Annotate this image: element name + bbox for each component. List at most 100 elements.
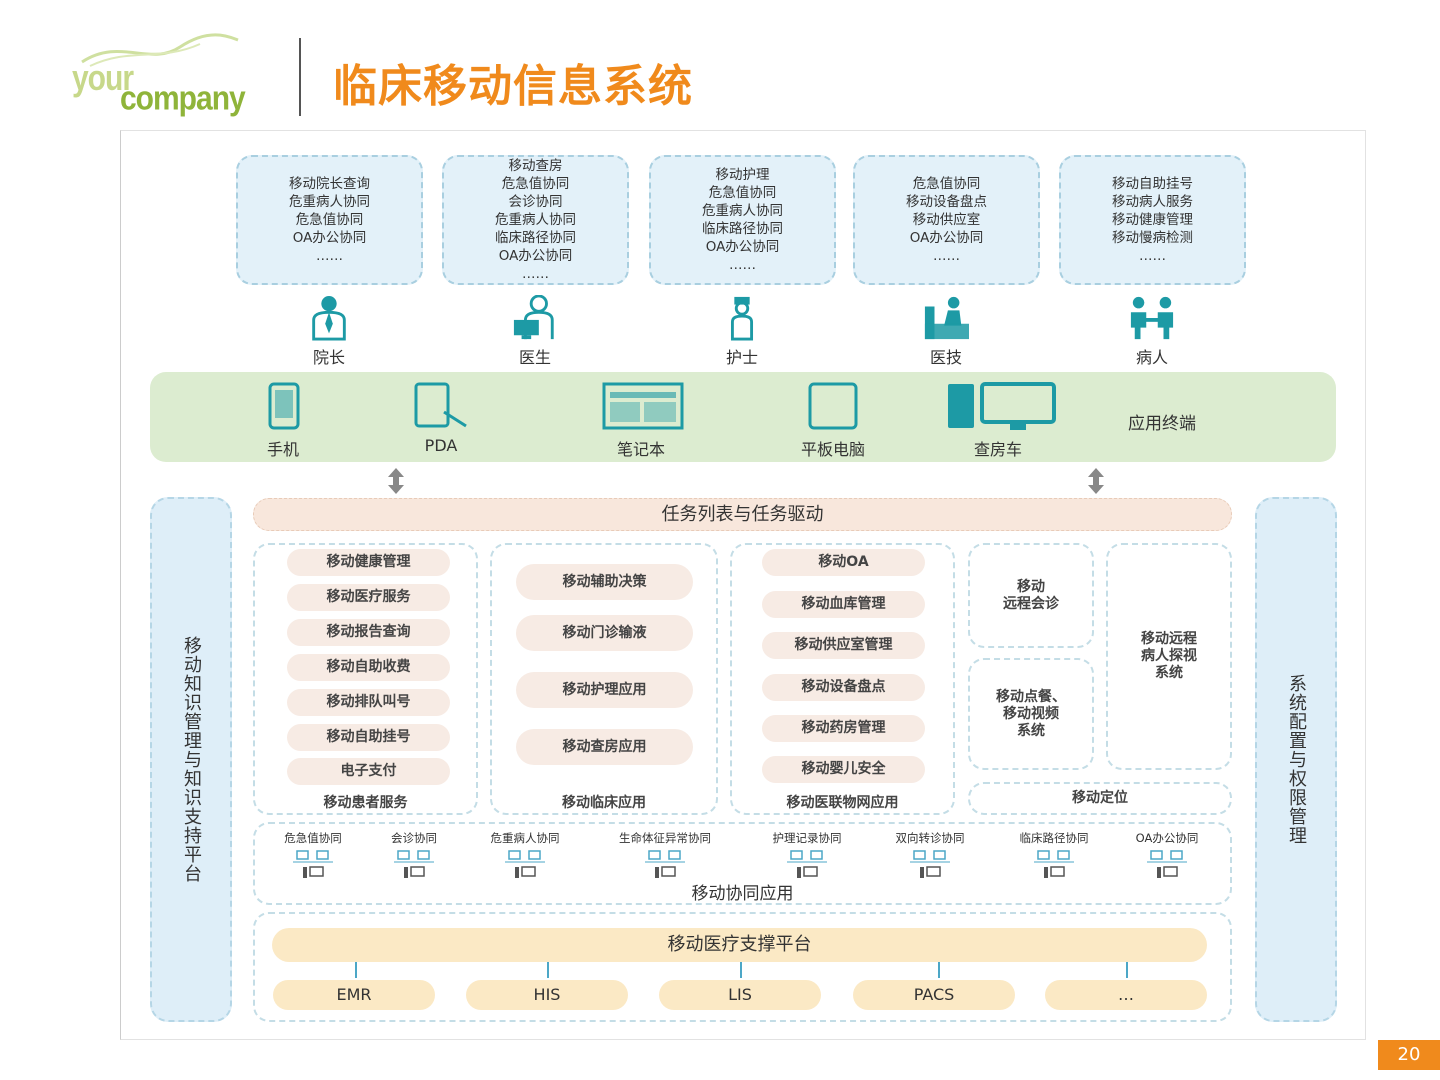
patient-service-item: 移动自助收费 (287, 654, 450, 681)
meal-video-line: 系统 (1017, 722, 1045, 739)
role-feature-item: 移动病人服务 (1112, 194, 1193, 210)
technician-icon (924, 296, 969, 340)
remote-visit-box: 移动远程病人探视系统 (1106, 543, 1232, 770)
support-platform-bar: 移动医疗支撑平台 (272, 928, 1207, 962)
connector-line (1126, 962, 1128, 978)
role-feature-item: 移动自助挂号 (1112, 176, 1193, 192)
iot-item: 移动婴儿安全 (762, 756, 925, 783)
clinical-group (490, 543, 718, 815)
iot-item: 移动供应室管理 (762, 632, 925, 659)
patient-service-item: 移动健康管理 (287, 549, 450, 576)
remote-visit-line: 病人探视 (1141, 648, 1197, 664)
role-feature-item: 会诊协同 (508, 194, 563, 210)
device-label: 平板电脑 (800, 440, 865, 459)
role-label: 病人 (1135, 348, 1168, 367)
logo-swoosh-icon (81, 33, 239, 67)
role-feature-item: …… (933, 248, 960, 264)
clinical-item: 移动护理应用 (516, 672, 693, 708)
logo-your: your (72, 58, 134, 99)
connector-line (938, 962, 940, 978)
support-system-box: HIS (466, 980, 628, 1010)
role-label: 护士 (725, 348, 758, 367)
role-feature-item: 移动查房 (508, 158, 563, 174)
logo-company: company (120, 79, 246, 118)
role-feature-item: 移动院长查询 (289, 176, 370, 192)
role-feature-item: OA办公协同 (705, 239, 780, 255)
clinical-item: 移动辅助决策 (516, 564, 693, 600)
collab-item-label: 护理记录协同 (772, 831, 842, 845)
role-feature-item: OA办公协同 (292, 230, 367, 246)
patient-service-item: 移动排队叫号 (287, 689, 450, 716)
role-feature-item: 危重病人协同 (495, 212, 576, 228)
patient-service-item: 移动报告查询 (287, 619, 450, 646)
patient-service-item: 电子支付 (287, 758, 450, 785)
meal-video-line: 移动点餐、 (996, 688, 1066, 705)
laptop-icon (602, 382, 684, 430)
collab-item: 临床路径协同 (994, 830, 1114, 880)
network-computers-icon (1034, 850, 1074, 878)
task-bar: 任务列表与任务驱动 (253, 498, 1232, 531)
collab-item-label: 危重病人协同 (490, 831, 560, 845)
meal-video-line: 移动视频 (1003, 705, 1059, 722)
role-feature-item: 移动慢病检测 (1112, 230, 1193, 246)
remote-visit-line: 系统 (1155, 665, 1183, 681)
location-box: 移动定位 (968, 782, 1232, 815)
iot-group (730, 543, 955, 815)
role-feature-item: 移动健康管理 (1112, 212, 1193, 228)
network-computers-icon (645, 850, 685, 878)
collab-item: 危急值协同 (253, 830, 373, 880)
tablet-icon (808, 382, 858, 430)
collab-item-label: 双向转诊协同 (895, 831, 965, 845)
collab-item: 双向转诊协同 (870, 830, 990, 880)
remote-consult-line: 远程会诊 (1003, 595, 1059, 612)
role-feature-item: 临床路径协同 (702, 221, 783, 237)
role-feature-item: …… (1139, 248, 1166, 264)
collab-item: 会诊协同 (354, 830, 474, 880)
support-system-box: … (1045, 980, 1207, 1010)
pda-icon (414, 382, 467, 428)
device-label: 查房车 (973, 440, 1022, 459)
remote-consult-line: 移动 (1017, 578, 1045, 595)
role-feature-item: 危急值协同 (912, 176, 981, 192)
role-feature-item: …… (316, 248, 343, 264)
knowledge-platform-label: 移动知识管理与知识支持平台 (181, 636, 202, 883)
meal-video-box: 移动点餐、移动视频系统 (968, 658, 1094, 770)
collab-item-label: OA办公协同 (1135, 831, 1199, 845)
role-label: 院长 (312, 348, 345, 367)
collab-item-label: 会诊协同 (391, 831, 437, 845)
page-number: 20 (1378, 1040, 1440, 1070)
device-label: PDA (424, 436, 458, 455)
collab-item: OA办公协同 (1107, 830, 1227, 880)
connector-line (547, 962, 549, 978)
collab-item: 护理记录协同 (747, 830, 867, 880)
device-label: 笔记本 (616, 440, 665, 459)
patient-service-item: 移动自助挂号 (287, 724, 450, 751)
iot-item: 移动药房管理 (762, 715, 925, 742)
iot-item: 移动设备盘点 (762, 674, 925, 701)
role-label: 医技 (929, 348, 962, 367)
role-feature-item: 移动设备盘点 (906, 194, 987, 210)
connector-line (740, 962, 742, 978)
knowledge-platform-sidebar: 移动知识管理与知识支持平台 (150, 497, 232, 1022)
collab-label: 移动协同应用 (691, 884, 794, 904)
patient-service-label: 移动患者服务 (323, 795, 408, 811)
support-platform-group (253, 912, 1232, 1022)
role-feature-item: …… (729, 257, 756, 273)
network-computers-icon (910, 850, 950, 878)
terminal-band (150, 372, 1336, 462)
role-feature-item: 临床路径协同 (495, 230, 576, 246)
role-feature-item: 危急值协同 (708, 185, 777, 201)
role-feature-item: 危重病人协同 (702, 203, 783, 219)
bidirectional-arrow-icon (1088, 468, 1104, 494)
collab-group (253, 822, 1232, 905)
clinical-item: 移动查房应用 (516, 729, 693, 765)
role-feature-item: 移动供应室 (912, 212, 981, 228)
patient-service-item: 移动医疗服务 (287, 584, 450, 611)
rounds-cart-icon (948, 382, 1056, 430)
role-feature-item: OA办公协同 (498, 248, 573, 264)
support-system-box: LIS (659, 980, 821, 1010)
support-system-box: PACS (853, 980, 1015, 1010)
network-computers-icon (394, 850, 434, 878)
